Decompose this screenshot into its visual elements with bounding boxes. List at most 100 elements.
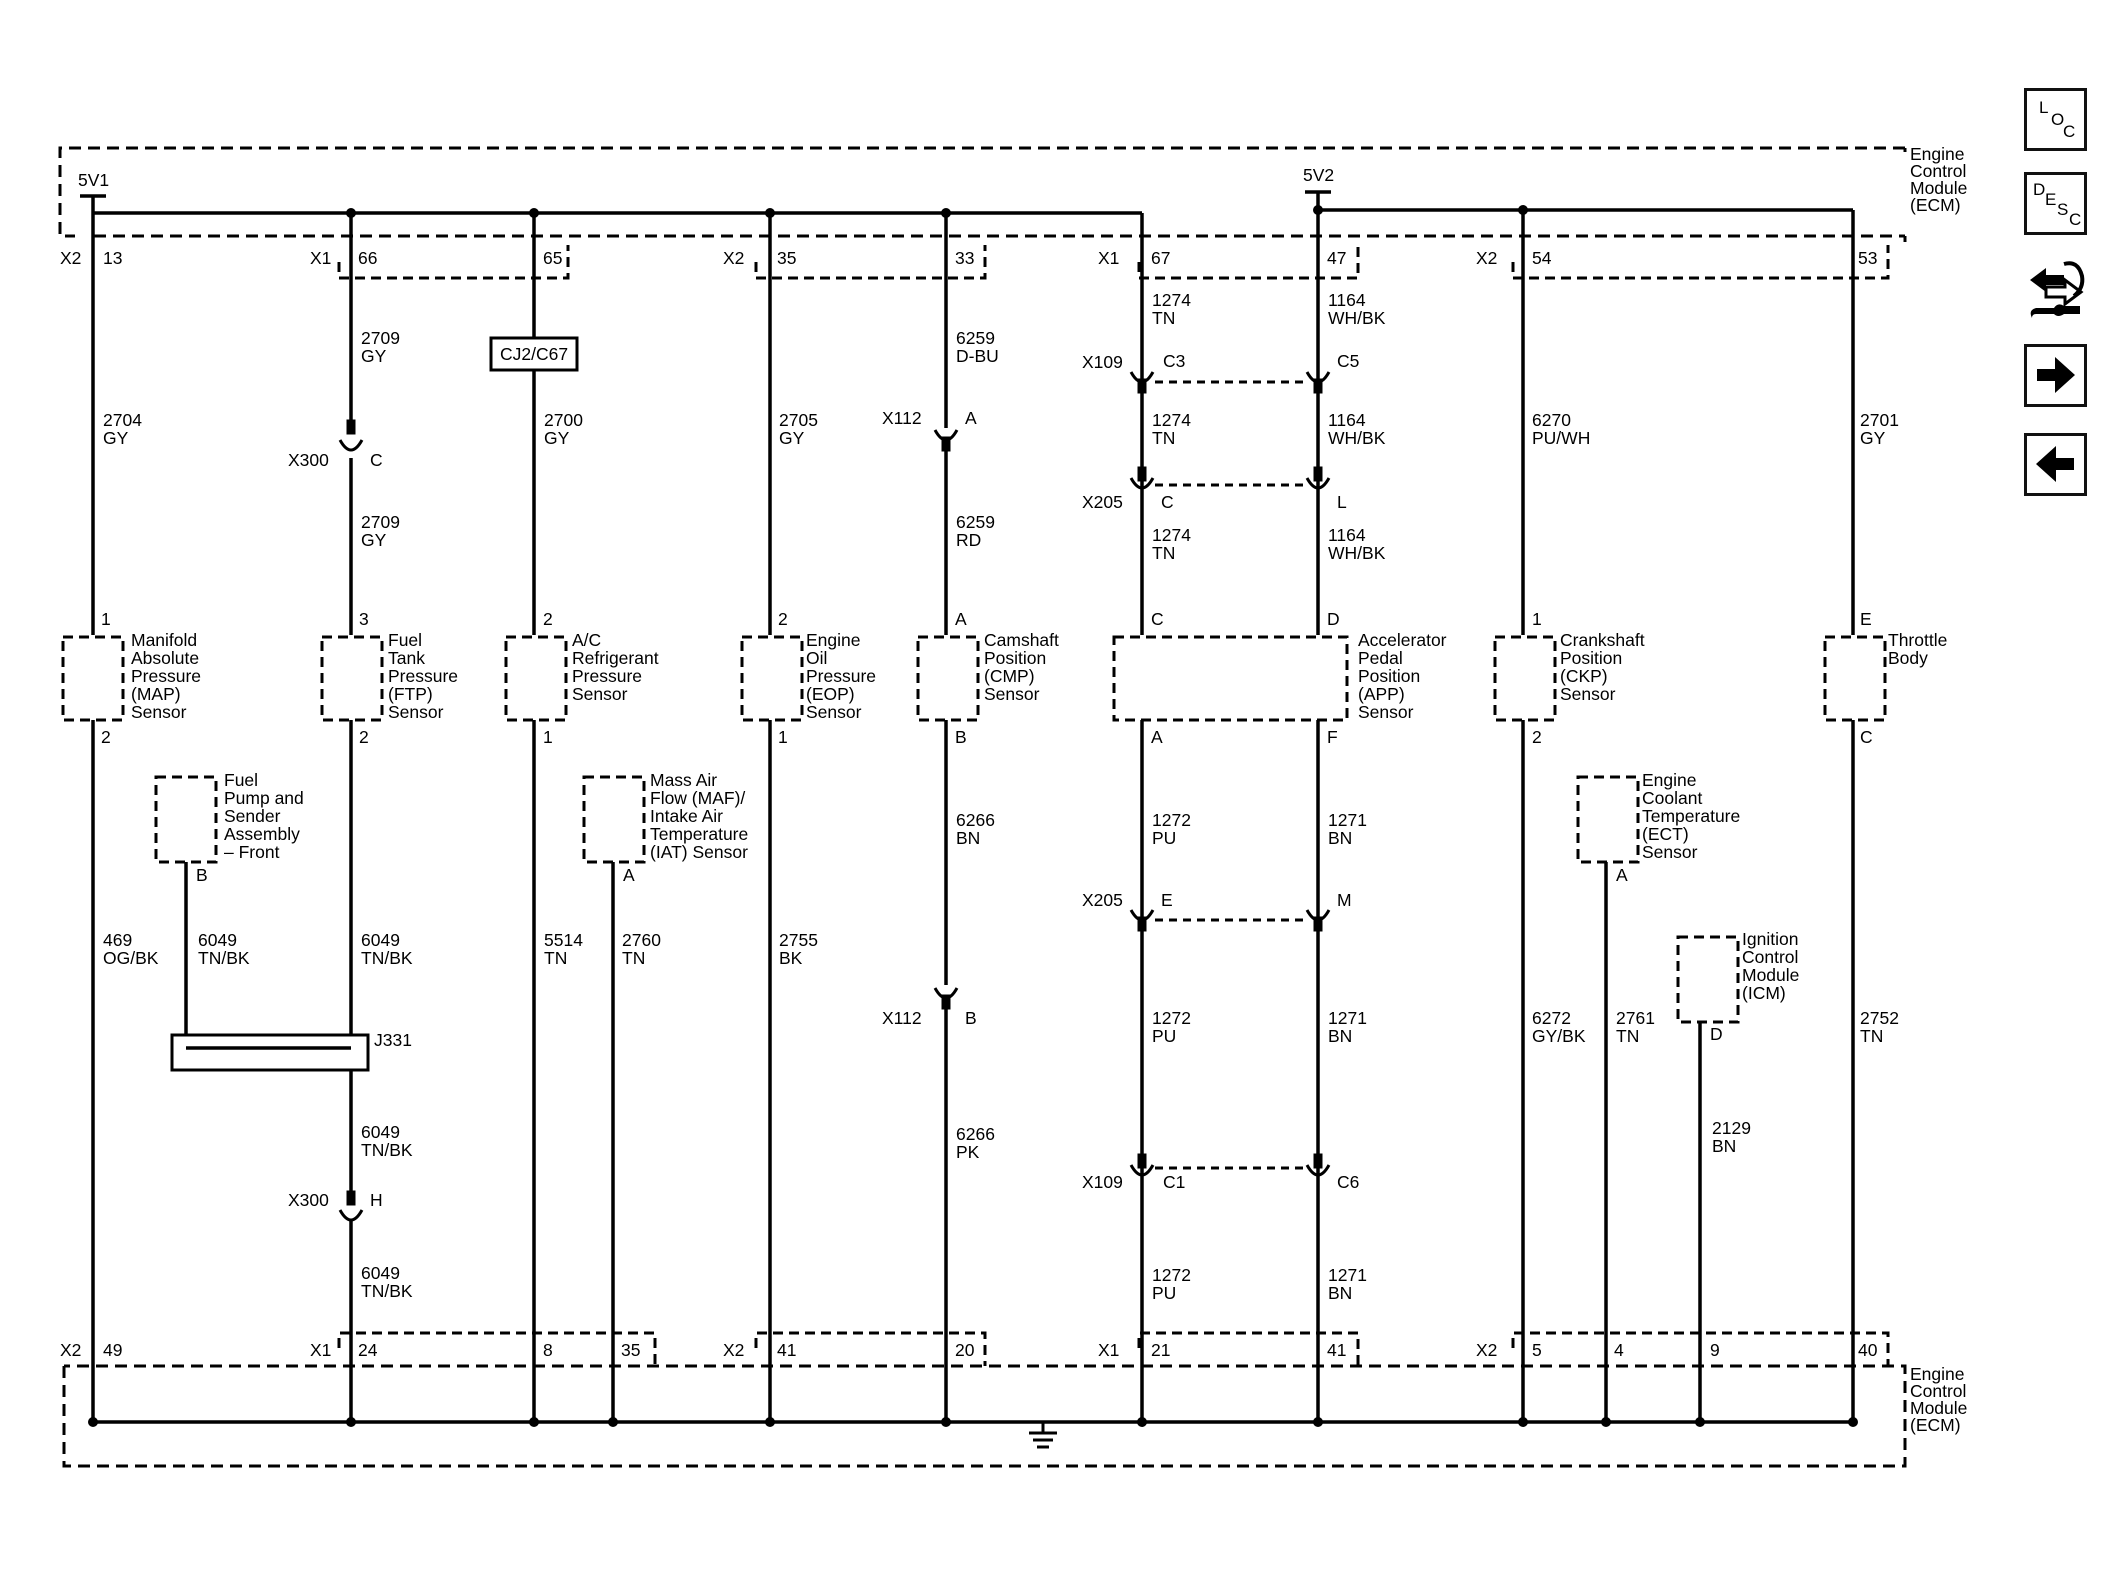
svg-text:Engine: Engine [1910, 1364, 1965, 1384]
svg-text:6259: 6259 [956, 328, 995, 348]
svg-text:41: 41 [777, 1340, 796, 1360]
svg-text:RD: RD [956, 530, 981, 550]
svg-text:35: 35 [621, 1340, 640, 1360]
desc-button[interactable]: D E S C [2024, 172, 2087, 235]
cmp-sensor-box [916, 635, 980, 722]
svg-text:X2: X2 [60, 248, 81, 268]
svg-text:Coolant: Coolant [1642, 788, 1702, 808]
svg-text:X2: X2 [723, 1340, 744, 1360]
svg-text:6049: 6049 [361, 1263, 400, 1283]
svg-text:3: 3 [359, 609, 369, 629]
x2-top-pinbox-b [1511, 245, 1890, 280]
x2-bottom-pinbox-a [754, 1331, 987, 1366]
svg-text:2761: 2761 [1616, 1008, 1655, 1028]
prev-button[interactable] [2024, 433, 2087, 496]
svg-text:TN/BK: TN/BK [361, 1140, 413, 1160]
svg-text:X1: X1 [310, 1340, 331, 1360]
svg-text:Ignition: Ignition [1742, 929, 1798, 949]
svg-text:Engine: Engine [806, 630, 861, 650]
svg-text:Flow (MAF)/: Flow (MAF)/ [650, 788, 745, 808]
ecm-top-outline [58, 146, 1907, 242]
svg-text:E: E [1161, 890, 1173, 910]
map-sensor-box [61, 635, 125, 722]
svg-text:Crankshaft: Crankshaft [1560, 630, 1645, 650]
svg-text:6049: 6049 [361, 1122, 400, 1142]
svg-text:6272: 6272 [1532, 1008, 1571, 1028]
svg-text:Sender: Sender [224, 806, 281, 826]
svg-text:A: A [1616, 865, 1628, 885]
svg-text:PU: PU [1152, 828, 1176, 848]
svg-text:2709: 2709 [361, 328, 400, 348]
ect-sensor-box [1576, 775, 1640, 864]
svg-text:Sensor: Sensor [388, 702, 444, 722]
ac-sensor-box [504, 635, 568, 722]
svg-text:Position: Position [984, 648, 1046, 668]
svg-text:TN/BK: TN/BK [361, 948, 413, 968]
svg-text:X2: X2 [60, 1340, 81, 1360]
loc-icon: L [2039, 98, 2049, 117]
svg-text:6259: 6259 [956, 512, 995, 532]
next-button[interactable] [2024, 344, 2087, 407]
svg-text:L: L [1337, 492, 1347, 512]
svg-text:1: 1 [101, 609, 111, 629]
svg-text:PU: PU [1152, 1283, 1176, 1303]
svg-text:1272: 1272 [1152, 810, 1191, 830]
app-sensor-box [1112, 635, 1349, 722]
svg-text:X2: X2 [1476, 1340, 1497, 1360]
svg-text:TN: TN [1616, 1026, 1639, 1046]
svg-text:1271: 1271 [1328, 1265, 1367, 1285]
svg-text:Module: Module [1742, 965, 1799, 985]
svg-text:6266: 6266 [956, 810, 995, 830]
svg-text:54: 54 [1532, 248, 1552, 268]
svg-text:9: 9 [1710, 1340, 1720, 1360]
svg-text:6049: 6049 [361, 930, 400, 950]
svg-text:Sensor: Sensor [984, 684, 1040, 704]
svg-text:67: 67 [1151, 248, 1170, 268]
svg-text:Oil: Oil [806, 648, 827, 668]
svg-text:Position: Position [1358, 666, 1420, 686]
svg-text:Engine: Engine [1910, 144, 1965, 164]
svg-text:Sensor: Sensor [131, 702, 187, 722]
svg-text:2701: 2701 [1860, 410, 1899, 430]
svg-text:BN: BN [1328, 1283, 1352, 1303]
svg-text:1271: 1271 [1328, 810, 1367, 830]
x2-top-pinbox-a [754, 245, 987, 280]
svg-text:2: 2 [359, 727, 369, 747]
svg-text:49: 49 [103, 1340, 122, 1360]
svg-text:2: 2 [778, 609, 788, 629]
5v2-label: 5V2 [1303, 165, 1334, 185]
svg-text:B: B [196, 865, 208, 885]
svg-text:C: C [370, 450, 383, 470]
icm-box [1676, 935, 1740, 1024]
svg-text:H: H [370, 1190, 383, 1210]
svg-text:(CMP): (CMP) [984, 666, 1035, 686]
svg-text:X112: X112 [882, 408, 922, 428]
throttle-body-box [1823, 635, 1887, 722]
svg-text:21: 21 [1151, 1340, 1170, 1360]
svg-text:2: 2 [101, 727, 111, 747]
svg-text:OG/BK: OG/BK [103, 948, 159, 968]
svg-text:Fuel: Fuel [224, 770, 258, 790]
svg-text:6270: 6270 [1532, 410, 1571, 430]
diagnostic-button[interactable] [2024, 256, 2087, 326]
svg-text:20: 20 [955, 1340, 975, 1360]
svg-text:(ICM): (ICM) [1742, 983, 1786, 1003]
svg-text:TN: TN [1860, 1026, 1883, 1046]
svg-text:E: E [1860, 609, 1872, 629]
svg-text:2704: 2704 [103, 410, 142, 430]
svg-text:Position: Position [1560, 648, 1622, 668]
loc-button[interactable]: L O C [2024, 88, 2087, 151]
svg-text:TN/BK: TN/BK [198, 948, 250, 968]
svg-text:A: A [1151, 727, 1163, 747]
x2-bottom-pinbox-b [1511, 1331, 1890, 1366]
svg-text:(CKP): (CKP) [1560, 666, 1608, 686]
x1-bottom-pinbox-b [1137, 1331, 1360, 1366]
svg-text:1164: 1164 [1328, 410, 1366, 430]
svg-text:(ECM): (ECM) [1910, 1415, 1961, 1435]
svg-text:A/C: A/C [572, 630, 601, 650]
svg-text:2760: 2760 [622, 930, 661, 950]
svg-text:Sensor: Sensor [1642, 842, 1698, 862]
svg-text:GY: GY [103, 428, 129, 448]
svg-text:Sensor: Sensor [572, 684, 628, 704]
svg-text:GY: GY [1860, 428, 1886, 448]
